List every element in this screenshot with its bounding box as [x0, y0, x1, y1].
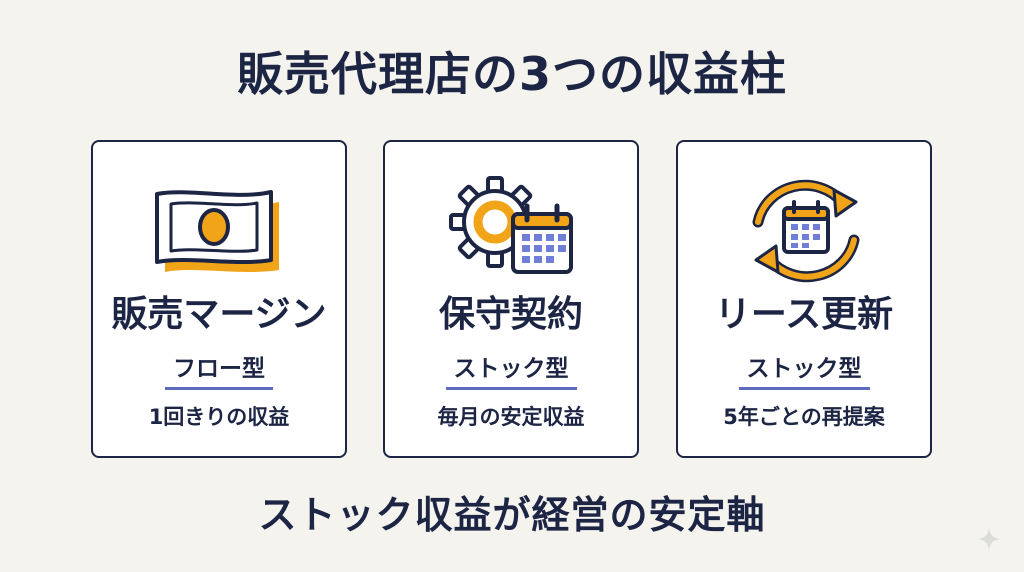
renewal-calendar-icon — [752, 179, 860, 283]
revenue-card-lease-renewal: リース更新 ストック型 5年ごとの再提案 — [676, 140, 932, 458]
revenue-card-maintenance: 保守契約 ストック型 毎月の安定収益 — [383, 140, 639, 458]
revenue-type-label: ストック型 — [738, 354, 870, 390]
summary-caption: ストック収益が経営の安定軸 — [258, 493, 766, 537]
sparkle-icon — [978, 528, 1000, 550]
gear-calendar-icon — [449, 176, 573, 274]
banknote-icon — [155, 190, 279, 272]
page-title: 販売代理店の3つの収益柱 — [236, 47, 787, 101]
revenue-type-label: ストック型 — [445, 354, 577, 390]
card-description: 1回きりの収益 — [148, 405, 290, 429]
card-title: リース更新 — [714, 294, 894, 335]
card-description: 毎月の安定収益 — [437, 405, 585, 429]
card-title: 販売マージン — [111, 294, 327, 335]
card-title: 保守契約 — [438, 294, 583, 335]
revenue-card-sales-margin: 販売マージン フロー型 1回きりの収益 — [91, 140, 347, 458]
card-description: 5年ごとの再提案 — [723, 405, 885, 429]
revenue-type-label: フロー型 — [165, 354, 273, 390]
